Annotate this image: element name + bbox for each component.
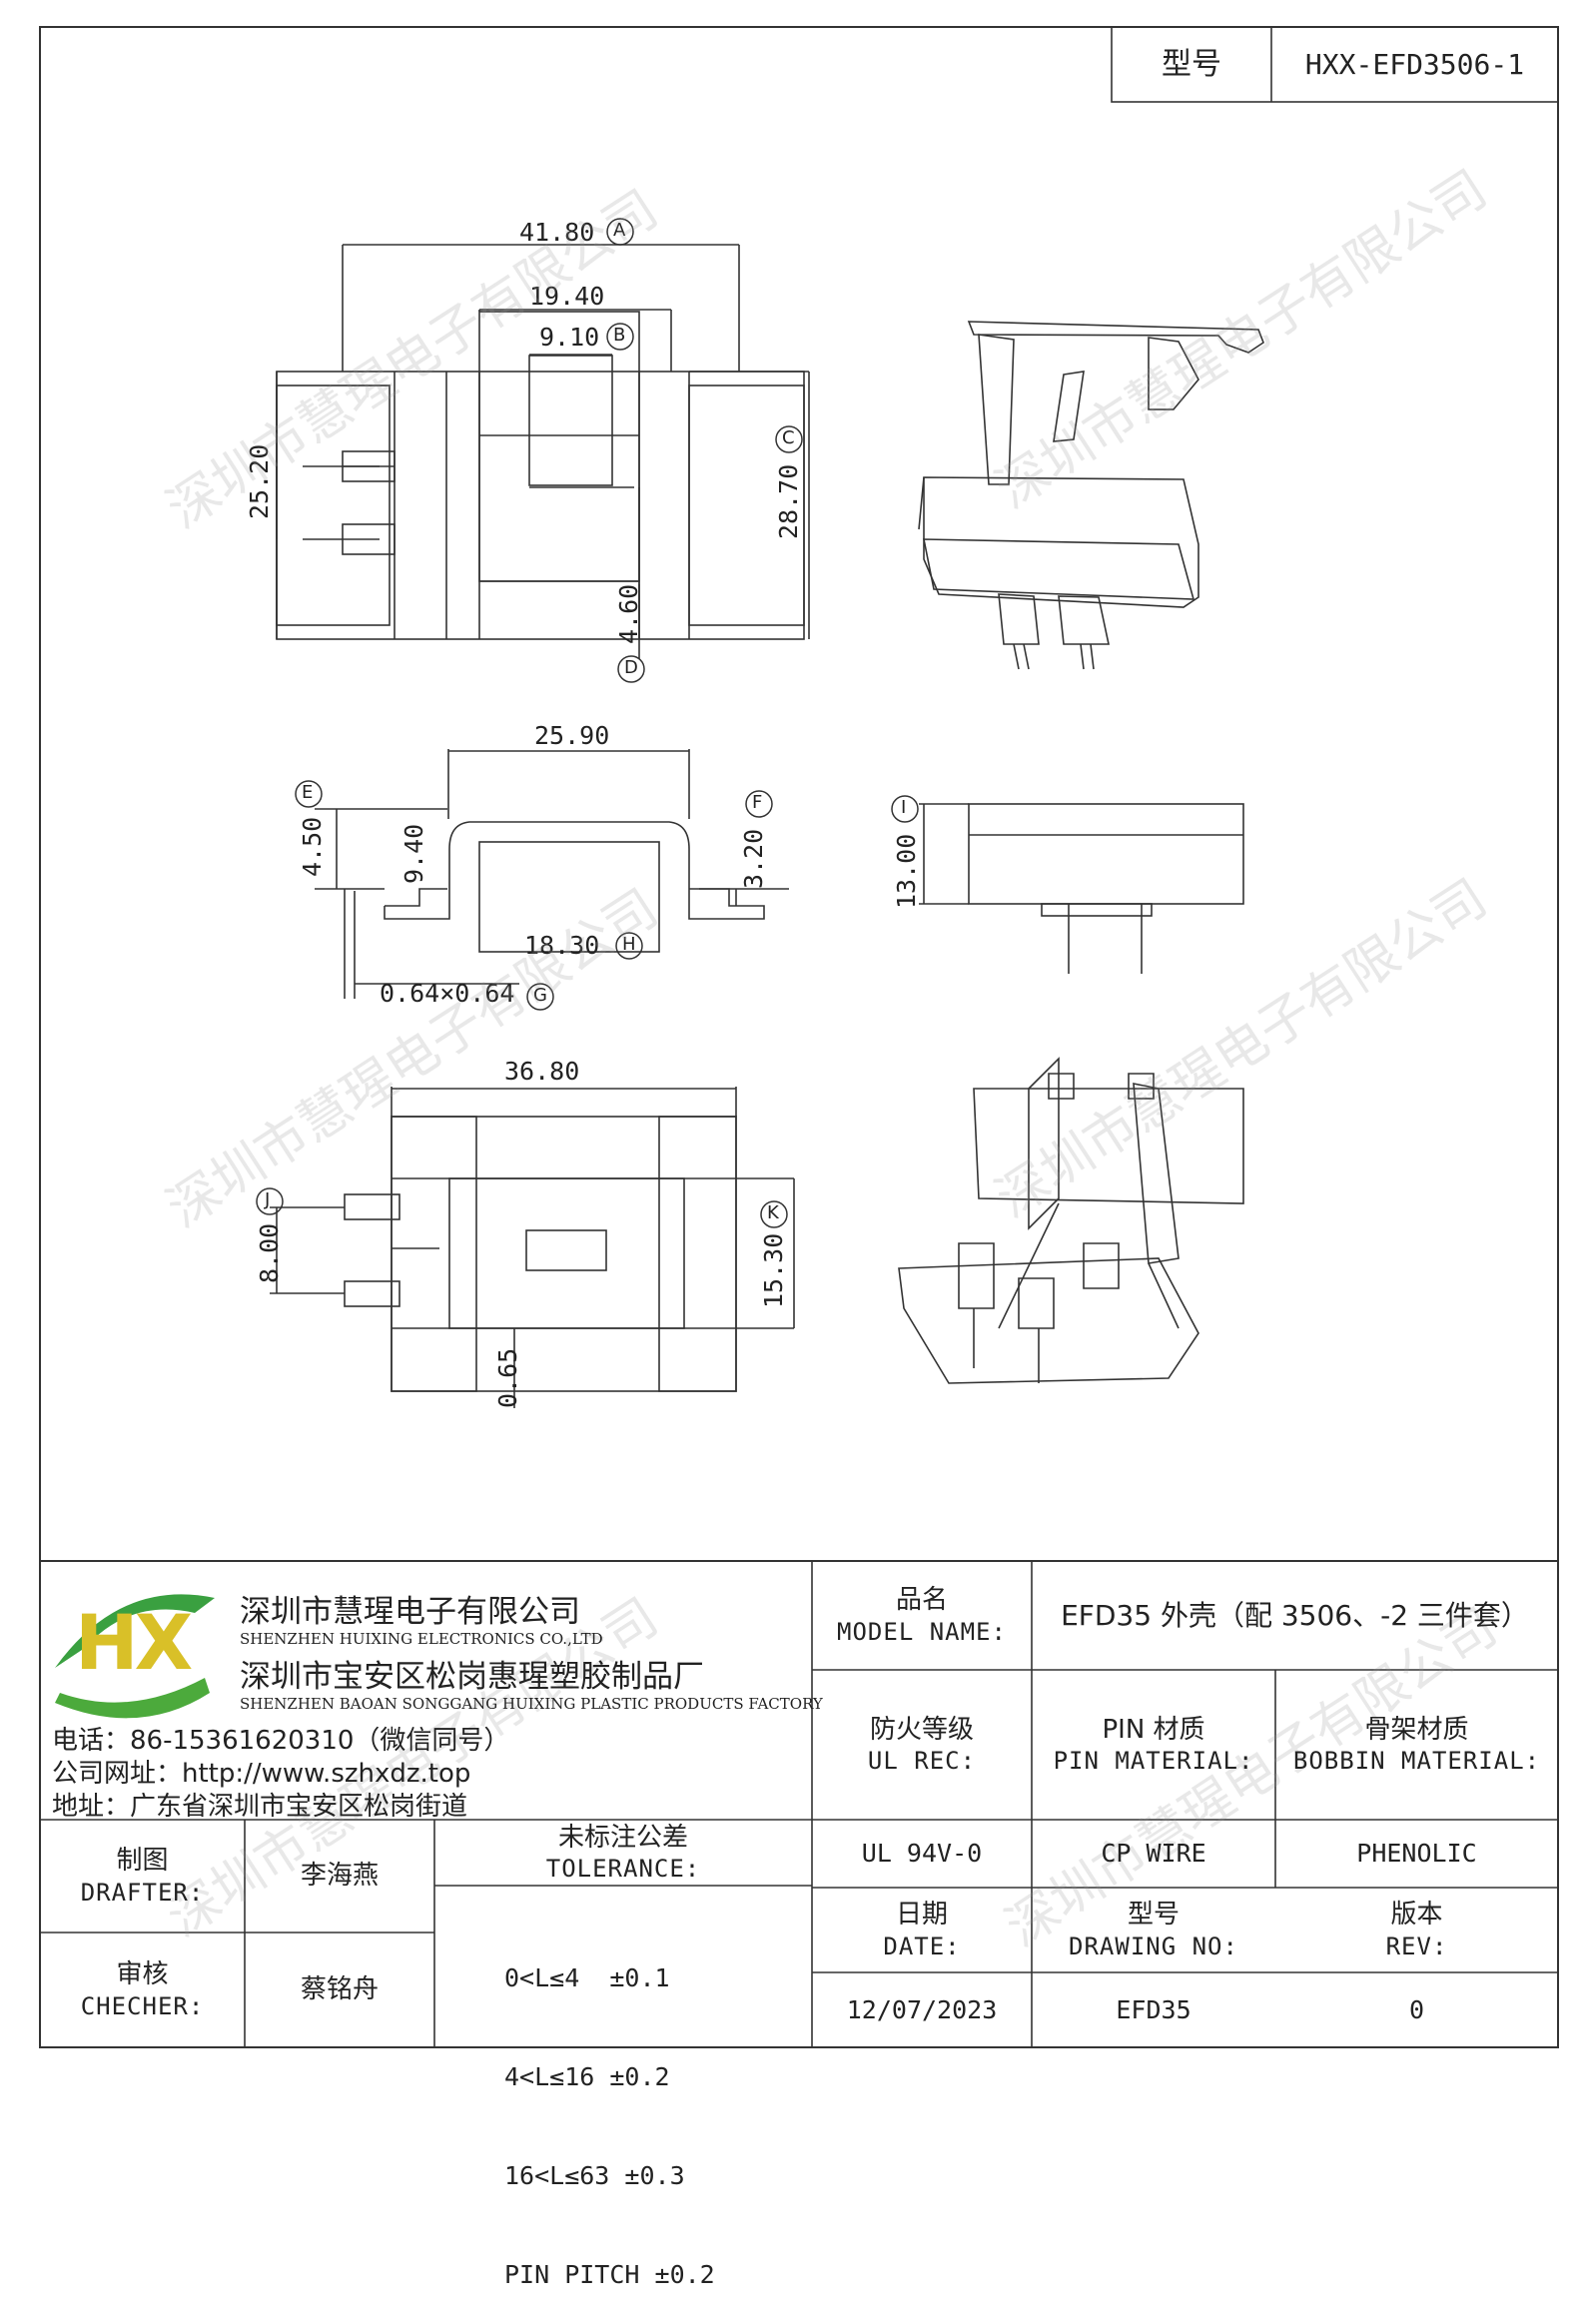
isometric-view-top xyxy=(918,321,1264,670)
pin-cn: PIN 材质 xyxy=(1102,1714,1205,1745)
company-name-en: SHENZHEN HUIXING ELECTRONICS CO.,LTD xyxy=(240,1630,603,1648)
callout-b: B xyxy=(613,325,626,346)
dim-0-65: 0.65 xyxy=(493,1347,522,1408)
dim-c: 28.70 xyxy=(774,463,803,539)
dim-g: 0.64×0.64 xyxy=(380,979,515,1008)
date-label: 日期 DATE: xyxy=(812,1888,1032,1972)
dim-k: 15.30 xyxy=(759,1232,788,1308)
drawing-no-label: 型号 DRAWING NO: xyxy=(1032,1888,1275,1972)
callout-e: E xyxy=(302,782,314,803)
rev-value: 0 xyxy=(1408,1994,1425,2024)
dim-b: 9.10 xyxy=(539,323,600,352)
model-name-value: EFD35 外壳（配 3506、-2 三件套） xyxy=(1061,1599,1529,1632)
dim-i: 13.00 xyxy=(892,833,921,909)
tolerance-row: PIN PITCH ±0.2 xyxy=(504,2260,715,2289)
callout-a: A xyxy=(613,220,626,241)
logo-mark xyxy=(55,1594,215,1719)
checker-label: 审核 CHECHER: xyxy=(40,1933,245,2047)
callout-g: G xyxy=(533,985,547,1006)
bobbin-en: BOBBIN MATERIAL: xyxy=(1292,1747,1541,1776)
bobbin-material-label: 骨架材质 BOBBIN MATERIAL: xyxy=(1275,1670,1558,1820)
isometric-view-bottom xyxy=(898,1057,1244,1384)
bobbin-value: PHENOLIC xyxy=(1356,1839,1477,1869)
dim-f: 3.20 xyxy=(739,828,768,889)
dim-h: 18.30 xyxy=(524,931,600,960)
model-label: 型号 xyxy=(1162,46,1221,82)
front-view xyxy=(315,749,789,999)
company-website: 公司网址：http://www.szhxdz.top xyxy=(52,1759,471,1789)
rev-cn: 版本 xyxy=(1390,1900,1443,1931)
pin-en: PIN MATERIAL: xyxy=(1053,1747,1254,1776)
tolerance-list: 0<L≤4 ±0.1 4<L≤16 ±0.2 16<L≤63 ±0.3 PIN … xyxy=(504,1896,715,2324)
tolerance-label: 未标注公差 TOLERANCE: xyxy=(434,1820,812,1886)
ul-rec-label: 防火等级 UL REC: xyxy=(812,1670,1032,1820)
company-name-cn: 深圳市慧瑆电子有限公司 xyxy=(240,1594,580,1630)
ul-value: UL 94V-0 xyxy=(861,1839,983,1869)
callout-c: C xyxy=(782,427,795,448)
tolerance-cn: 未标注公差 xyxy=(557,1822,688,1853)
drawing-en: DRAWING NO: xyxy=(1069,1932,1238,1960)
side-view xyxy=(919,803,1244,974)
factory-name-cn: 深圳市宝安区松岗惠瑆塑胶制品厂 xyxy=(240,1659,704,1695)
dim-36-80: 36.80 xyxy=(504,1057,580,1086)
model-value: HXX-EFD3506-1 xyxy=(1304,48,1525,81)
ul-en: UL REC: xyxy=(867,1747,977,1776)
dim-9-40: 9.40 xyxy=(399,823,428,884)
pin-material-label: PIN 材质 PIN MATERIAL: xyxy=(1032,1670,1275,1820)
callout-i: I xyxy=(901,797,907,818)
callout-d: D xyxy=(624,657,638,678)
dim-25-20: 25.20 xyxy=(245,443,274,519)
checker-name: 蔡铭舟 xyxy=(300,1974,379,2005)
company-address: 地址：广东省深圳市宝安区松岗街道 xyxy=(52,1792,468,1822)
tolerance-row: 16<L≤63 ±0.3 xyxy=(504,2161,685,2190)
bobbin-cn: 骨架材质 xyxy=(1364,1714,1469,1745)
logo-text: HX xyxy=(75,1598,193,1687)
drafter-name: 李海燕 xyxy=(300,1861,379,1892)
drafter-cn: 制图 xyxy=(116,1846,169,1877)
callout-k: K xyxy=(767,1202,779,1223)
rev-en: REV: xyxy=(1385,1932,1448,1960)
tolerance-row: 0<L≤4 ±0.1 xyxy=(504,1963,670,1992)
dim-e: 4.50 xyxy=(298,816,327,877)
callout-f: F xyxy=(752,792,763,813)
model-name-en: MODEL NAME: xyxy=(837,1617,1007,1646)
dim-j: 8.00 xyxy=(255,1222,284,1283)
date-en: DATE: xyxy=(883,1932,961,1960)
company-phone: 电话：86-15361620310（微信同号） xyxy=(52,1726,510,1756)
checker-cn: 审核 xyxy=(116,1959,169,1990)
tolerance-en: TOLERANCE: xyxy=(545,1855,701,1884)
drafter-label: 制图 DRAFTER: xyxy=(40,1820,245,1933)
technical-drawing xyxy=(39,26,1559,2048)
dim-19-40: 19.40 xyxy=(529,282,605,311)
checker-en: CHECHER: xyxy=(80,1991,205,2020)
drawing-cn: 型号 xyxy=(1127,1900,1180,1931)
dim-d: 4.60 xyxy=(614,583,643,644)
drafter-en: DRAFTER: xyxy=(80,1878,205,1907)
callout-h: H xyxy=(622,934,636,955)
rev-label: 版本 REV: xyxy=(1275,1888,1558,1972)
date-value: 12/07/2023 xyxy=(846,1994,998,2024)
dim-a: 41.80 xyxy=(519,218,595,247)
dim-25-90: 25.90 xyxy=(534,721,610,750)
bottom-view xyxy=(270,1087,795,1408)
model-name-label: 品名 MODEL NAME: xyxy=(812,1561,1032,1670)
date-cn: 日期 xyxy=(895,1900,948,1931)
tolerance-row: 4<L≤16 ±0.2 xyxy=(504,2062,670,2091)
pin-value: CP WIRE xyxy=(1101,1839,1206,1869)
callout-j: J xyxy=(265,1189,271,1210)
model-name-cn: 品名 xyxy=(895,1585,948,1616)
factory-name-en: SHENZHEN BAOAN SONGGANG HUIXING PLASTIC … xyxy=(240,1695,823,1713)
top-view xyxy=(276,244,810,659)
drawing-value: EFD35 xyxy=(1116,1994,1191,2024)
ul-cn: 防火等级 xyxy=(869,1714,974,1745)
